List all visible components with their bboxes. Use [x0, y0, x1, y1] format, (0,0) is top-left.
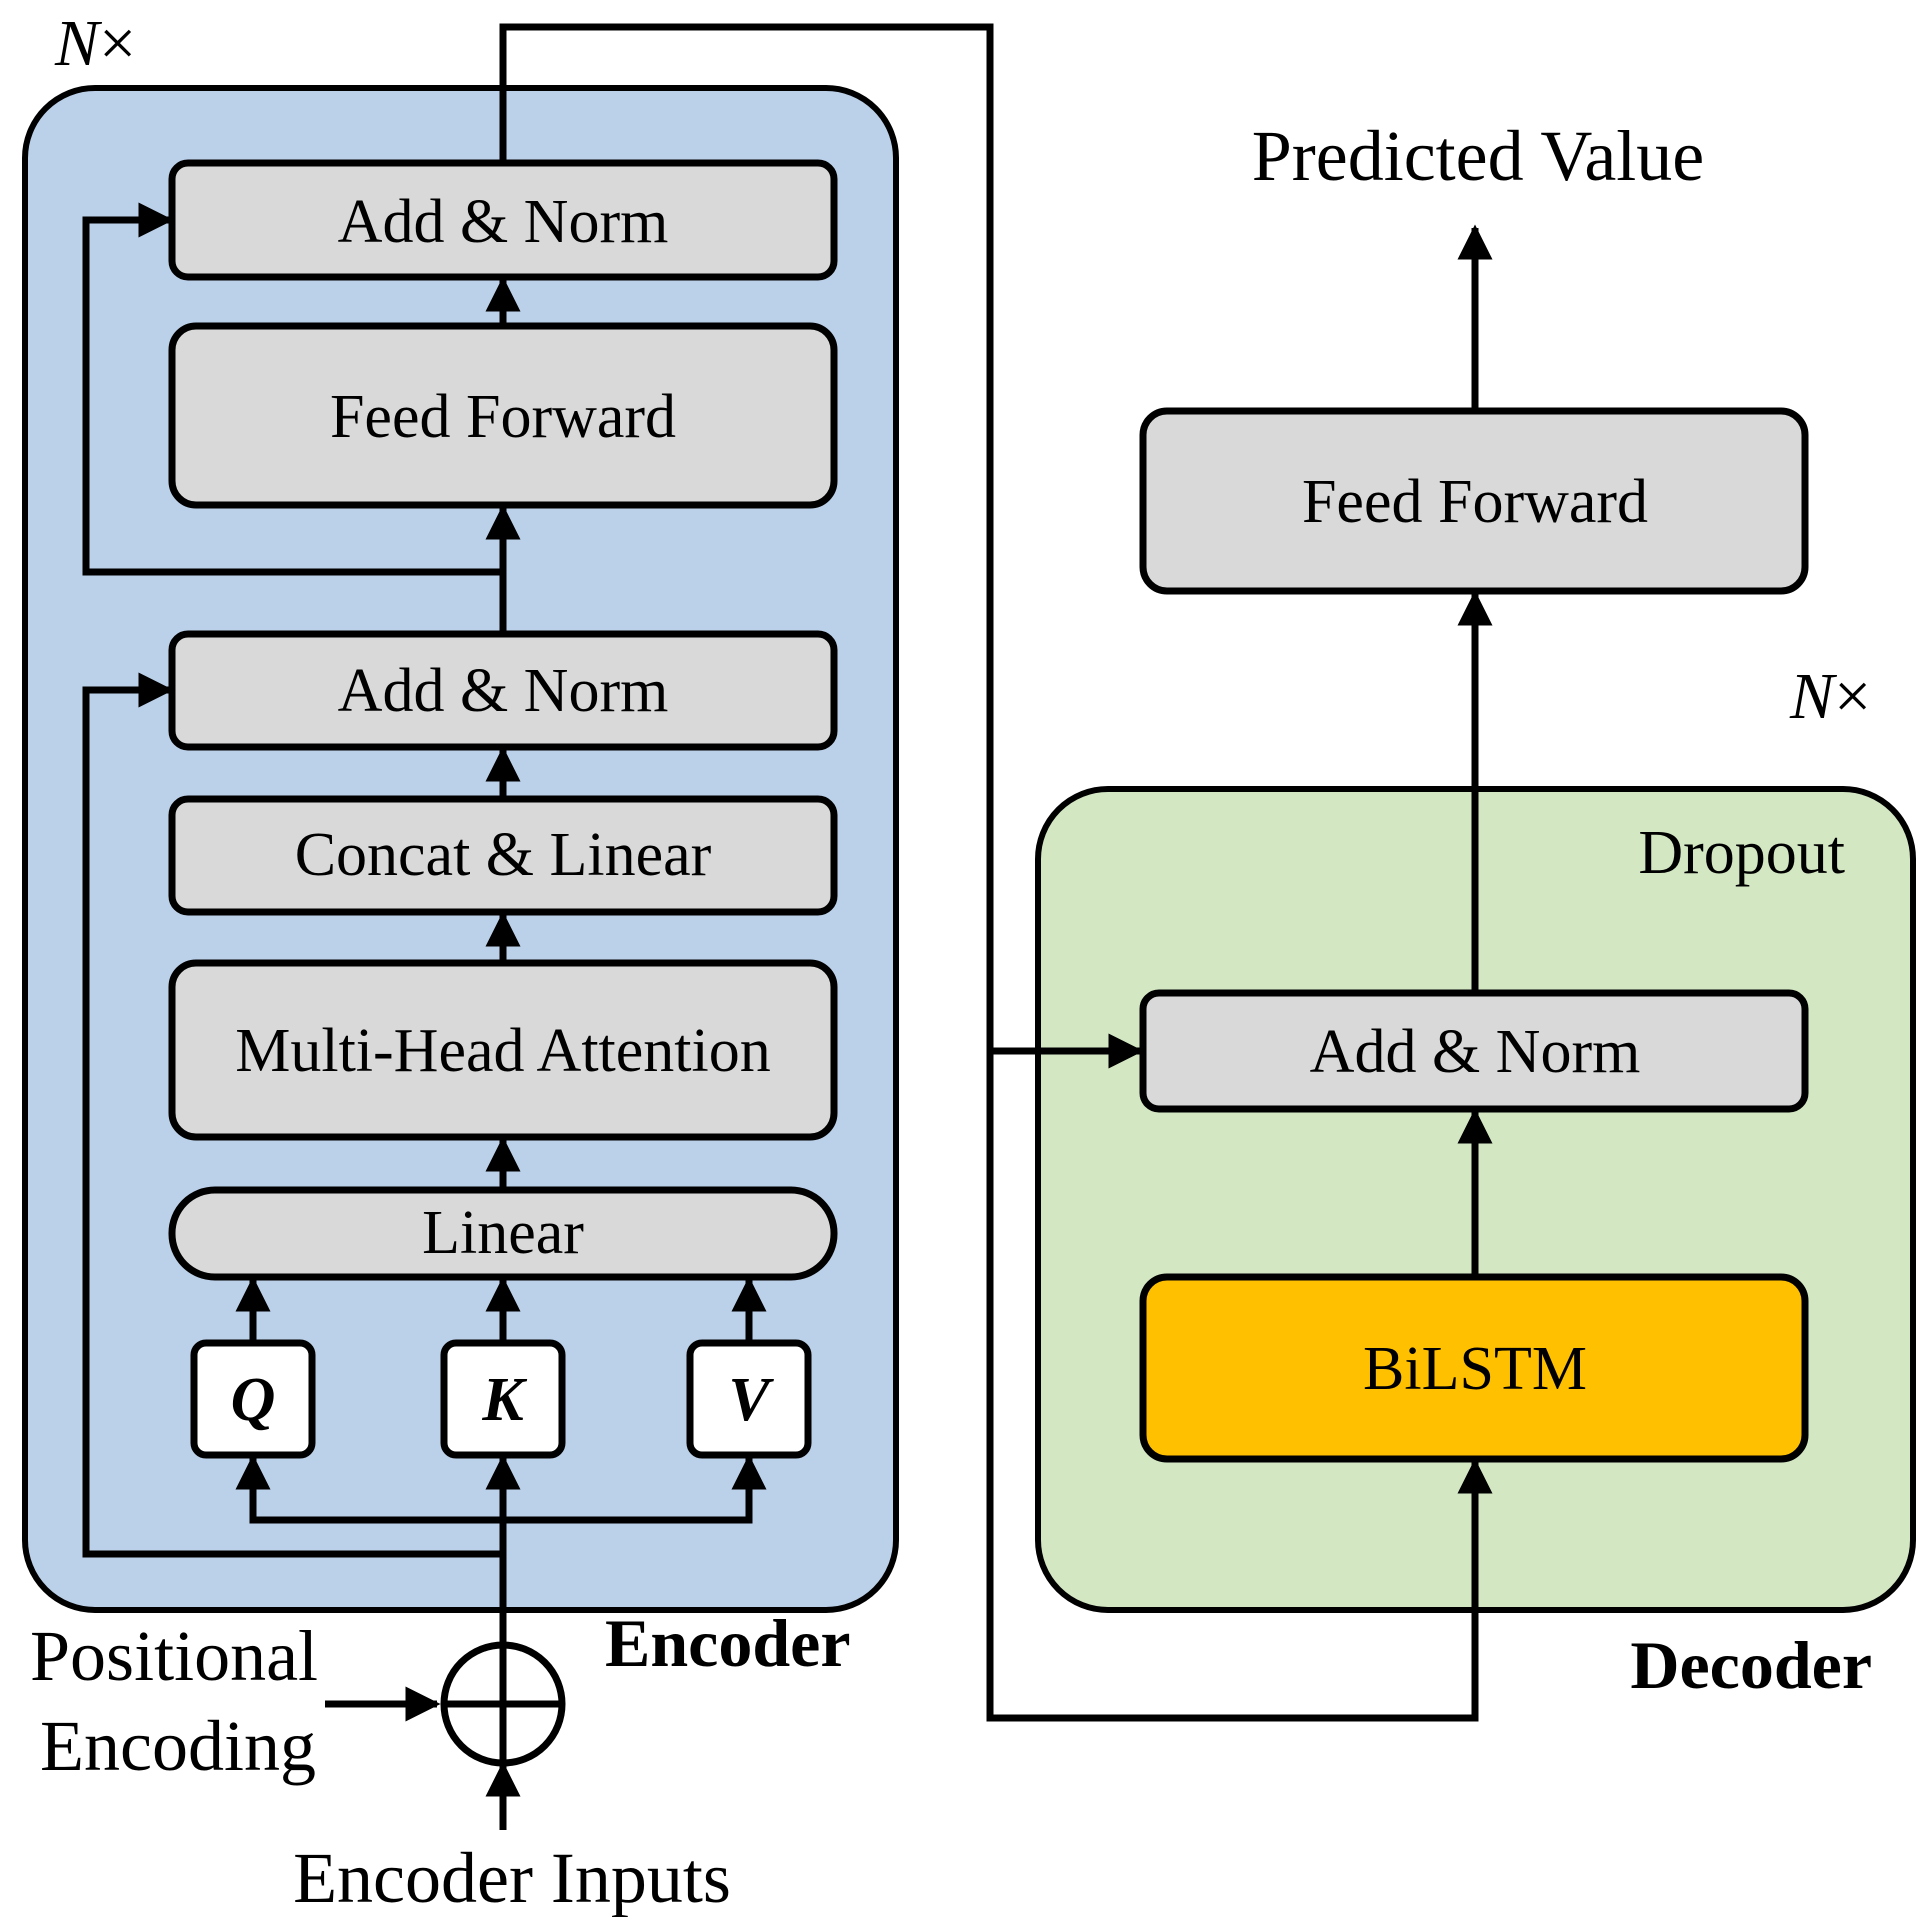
encoder-title: Encoder	[605, 1605, 851, 1681]
dropout-label: Dropout	[1638, 819, 1845, 887]
decoder-add-norm-label: Add & Norm	[1310, 1018, 1641, 1086]
encoder-feed-forward: Feed Forward	[168, 322, 838, 509]
encoder-repeat-n: N	[54, 7, 103, 80]
encoder-repeat-label: N×	[54, 7, 136, 80]
encoder-concat-linear-label: Concat & Linear	[295, 821, 712, 889]
predicted-value-label: Predicted Value	[1252, 116, 1705, 196]
encoder-feed-forward-label: Feed Forward	[330, 383, 676, 451]
encoder-add-norm-bottom: Add & Norm	[168, 630, 838, 751]
decoder-repeat-x: ×	[1834, 660, 1871, 733]
residual-connection-2	[82, 202, 503, 576]
q-box: Q	[190, 1339, 316, 1459]
connector-lines	[82, 23, 1493, 1830]
q-branch-line	[235, 1454, 503, 1524]
decoder-bilstm-label: BiLSTM	[1363, 1335, 1587, 1403]
encoder-linear-label: Linear	[422, 1199, 584, 1267]
residual-connection-1	[82, 672, 503, 1558]
encoder-multi-head-attention-label: Multi-Head Attention	[235, 1017, 771, 1085]
v-label: V	[728, 1366, 774, 1434]
q-label: Q	[231, 1366, 276, 1434]
decoder-title: Decoder	[1630, 1627, 1872, 1703]
encoder-concat-linear: Concat & Linear	[168, 795, 838, 916]
encoder-add-norm-top-label: Add & Norm	[338, 188, 669, 256]
encoder-output-line	[499, 23, 1493, 1722]
encoder-linear: Linear	[168, 1186, 838, 1281]
decoder-repeat-n: N	[1789, 660, 1838, 733]
encoder-multi-head-attention: Multi-Head Attention	[168, 959, 838, 1141]
v-branch-line	[503, 1454, 767, 1524]
encoder-inputs-label: Encoder Inputs	[293, 1838, 731, 1917]
add-operator	[440, 1641, 566, 1767]
k-label: K	[481, 1366, 527, 1434]
decoder-repeat-label: N×	[1789, 660, 1871, 733]
v-box: V	[686, 1339, 812, 1459]
encoder-add-norm-top: Add & Norm	[168, 159, 838, 281]
decoder-feed-forward-label: Feed Forward	[1302, 468, 1648, 536]
encoder-add-norm-bottom-label: Add & Norm	[338, 657, 669, 725]
decoder-add-norm: Add & Norm	[1139, 989, 1809, 1113]
positional-encoding-label-line2: Encoding	[40, 1706, 316, 1786]
k-box: K	[440, 1339, 566, 1459]
decoder-feed-forward: Feed Forward	[1139, 407, 1809, 595]
decoder-bilstm: BiLSTM	[1139, 1273, 1809, 1463]
positional-encoding-label-line1: Positional	[30, 1616, 318, 1696]
encoder-repeat-x: ×	[99, 7, 136, 80]
